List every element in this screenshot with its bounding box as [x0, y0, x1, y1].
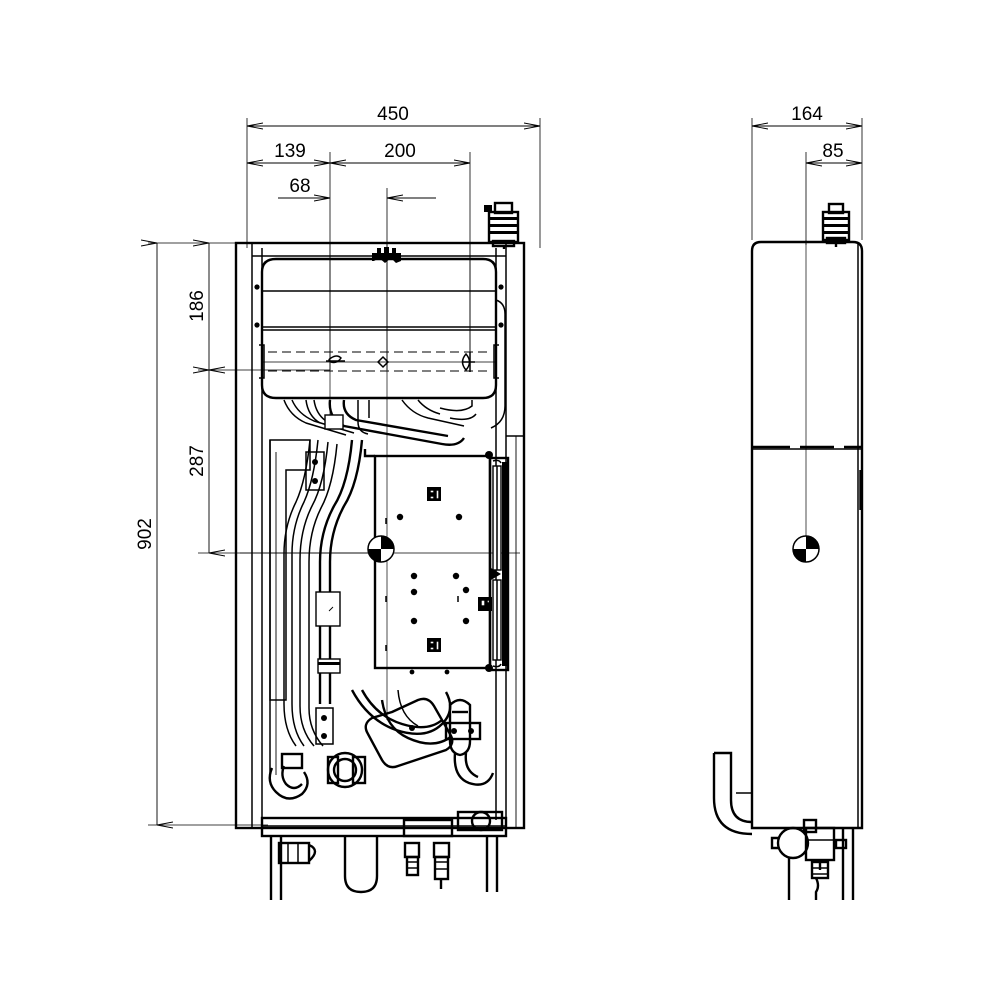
bottom-right-valve	[444, 698, 495, 786]
bottom-manifold	[260, 689, 508, 900]
dimension-85-label: 85	[822, 141, 843, 162]
side-hook-bracket	[712, 751, 753, 836]
outlet-spigot-left	[277, 841, 317, 865]
dimension-200-label: 200	[384, 141, 416, 162]
inspection-markers	[326, 352, 475, 372]
side-top-connector	[821, 202, 851, 247]
front-view: 450 139 200 68 186	[135, 104, 541, 900]
top-connector-fitting	[484, 201, 520, 249]
center-of-gravity-marker-side	[792, 535, 820, 563]
dimension-200: 200	[330, 141, 470, 163]
side-cabinet-outline	[750, 240, 864, 830]
outlet-pipe-u	[343, 836, 379, 894]
dimension-287-label: 287	[187, 445, 208, 477]
left-elbow-assembly	[268, 752, 309, 800]
dimension-450: 450	[247, 104, 540, 126]
left-bracket-lower	[315, 707, 334, 745]
side-bottom-piping	[770, 818, 855, 900]
right-fin-column	[488, 456, 510, 672]
dimension-902: 902	[135, 243, 157, 825]
front-centerlines	[240, 243, 520, 720]
dimension-139: 139	[247, 141, 330, 163]
heat-exchanger-module	[259, 247, 506, 429]
dimension-186-label: 186	[187, 290, 208, 322]
outlet-spigot-right	[432, 841, 451, 889]
dimension-287: 287	[187, 370, 209, 553]
dimension-164: 164	[752, 104, 862, 126]
panel-marking-upper	[427, 487, 441, 501]
dimension-68-label: 68	[289, 176, 310, 197]
dimension-139-label: 139	[274, 141, 306, 162]
left-pipe-bundle	[269, 439, 364, 780]
dimension-186: 186	[187, 243, 209, 370]
upper-pipework	[283, 399, 477, 446]
dimension-68: 68	[278, 176, 436, 198]
side-view: 164 85	[712, 104, 864, 900]
burner-top-fitting	[372, 247, 401, 263]
circulator-pump	[326, 751, 367, 789]
side-extension-lines	[751, 118, 863, 245]
center-of-gravity-marker-front	[367, 535, 395, 563]
panel-marking-mid	[478, 597, 492, 611]
dimension-85: 85	[806, 141, 862, 163]
panel-marking-lower	[427, 638, 441, 652]
dimension-450-label: 450	[377, 104, 409, 125]
dimension-902-label: 902	[135, 518, 156, 550]
left-bracket-upper	[305, 451, 325, 491]
outlet-spigot-mid	[403, 841, 421, 877]
dimension-164-label: 164	[791, 104, 823, 125]
